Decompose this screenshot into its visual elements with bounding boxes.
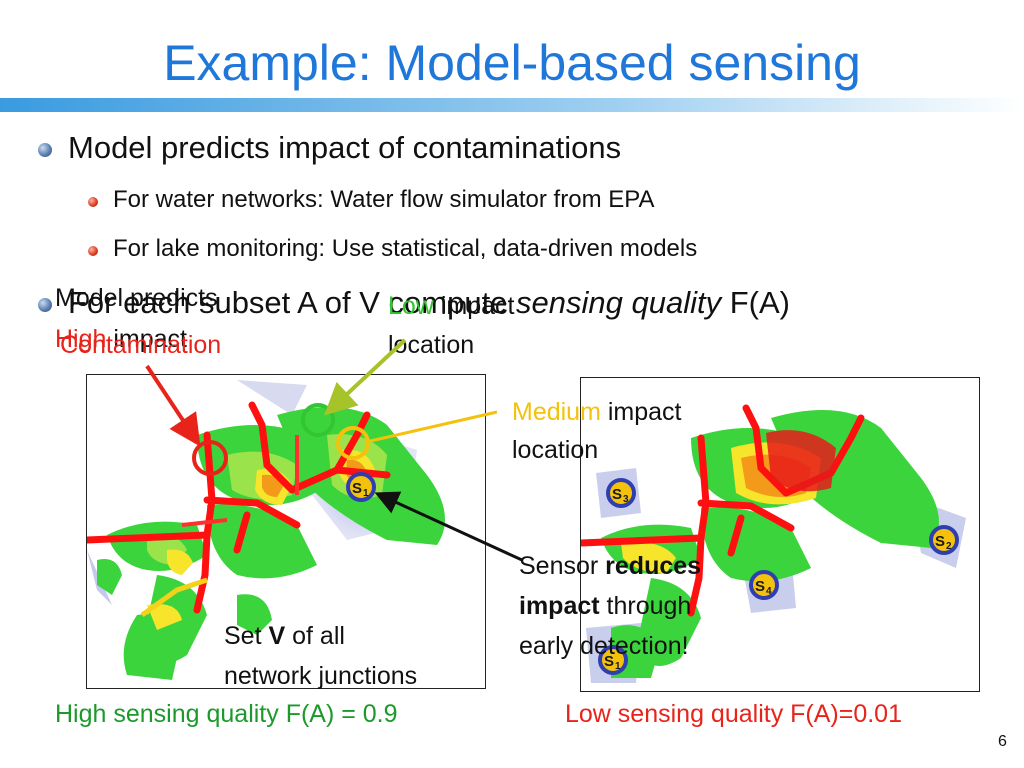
model-predicts-label: Model predicts: [55, 284, 218, 312]
high-impact-arrow: [145, 364, 201, 447]
sensor-s4: S 4: [749, 570, 779, 600]
right-caption: Low sensing quality F(A)=0.01: [565, 700, 902, 728]
svg-text:S: S: [935, 533, 945, 550]
bullet-icon: [38, 143, 52, 157]
through-word: through: [599, 592, 692, 620]
title-underline: [0, 98, 1024, 112]
bullet-sensing-quality: For each subset A of V compute sensing q…: [68, 285, 790, 321]
set-v-line-2: network junctions: [224, 662, 418, 690]
v-bold: V: [268, 622, 286, 650]
sensor-s1-right: S 1: [598, 645, 628, 675]
sensor-s2: S 2: [929, 525, 959, 555]
of-all-word: of all: [285, 622, 345, 650]
right-map-graphic: S 3 S 2 S 4 S 1: [581, 404, 966, 683]
sensor-line-1: Sensor reduces: [519, 546, 701, 586]
sensor-word: Sensor: [519, 552, 606, 580]
bullet-text-end: F(A): [721, 285, 790, 320]
svg-text:1: 1: [615, 661, 621, 672]
medium-location-label: location: [512, 436, 599, 464]
left-map-graphic: S 1: [87, 380, 445, 680]
svg-text:S: S: [755, 578, 765, 595]
set-v-label: Set V of all network junctions: [224, 616, 417, 696]
medium-word: Medium: [512, 398, 601, 426]
bullet-emphasis: sensing quality: [516, 285, 722, 320]
high-impact-label: High impact: [55, 323, 187, 355]
svg-text:4: 4: [766, 586, 772, 597]
left-caption: High sensing quality F(A) = 0.9: [55, 700, 398, 728]
svg-text:2: 2: [946, 541, 952, 552]
svg-text:S: S: [612, 486, 622, 503]
medium-impact-word: impact: [600, 398, 682, 426]
bullet-icon: [38, 298, 52, 312]
left-network-map: S 1: [86, 374, 486, 689]
sensor-line-3: early detection!: [519, 632, 689, 660]
set-word: Set: [224, 622, 269, 650]
impact-word: impact: [106, 325, 188, 353]
bullet-text: For each subset A of V compute: [68, 285, 517, 320]
sub-bullet-icon: [88, 197, 98, 207]
sensor-reduces-label: Sensor reduces impact through early dete…: [519, 546, 701, 666]
sensor-line-2: impact through: [519, 586, 701, 626]
bullet-model-predicts: Model predicts impact of contaminations: [68, 130, 622, 165]
sub-bullet-lake: For lake monitoring: Use statistical, da…: [113, 235, 698, 262]
medium-impact-arrow: [365, 410, 498, 444]
set-v-line-1: Set V of all: [224, 616, 417, 656]
low-word: Low: [388, 292, 434, 320]
sensor-s1-left: S 1: [346, 472, 376, 502]
sensor-s3: S 3: [606, 478, 636, 508]
svg-text:S: S: [352, 480, 362, 497]
sub-bullet-icon: [88, 246, 98, 256]
low-impact-marker: [301, 403, 335, 437]
impact-bold-word: impact: [519, 592, 600, 620]
contamination-label: Contamination: [60, 331, 222, 359]
sensor-arrow: [374, 491, 523, 562]
page-number: 6: [998, 733, 1007, 750]
medium-impact-label: Medium impact: [512, 396, 682, 428]
sub-bullet-water: For water networks: Water flow simulator…: [113, 186, 655, 213]
svg-text:S: S: [604, 653, 614, 670]
high-impact-marker: [192, 440, 228, 476]
svg-text:3: 3: [623, 494, 629, 505]
high-word: High: [55, 325, 107, 353]
reduces-word: reduces: [605, 552, 702, 580]
slide-title: Example: Model-based sensing: [163, 35, 861, 91]
low-impact-word: impact: [433, 292, 515, 320]
low-impact-label: Low impact: [388, 290, 514, 322]
low-impact-arrow: [324, 338, 407, 416]
right-network-map: S 3 S 2 S 4 S 1: [580, 377, 980, 692]
svg-text:1: 1: [363, 488, 369, 499]
